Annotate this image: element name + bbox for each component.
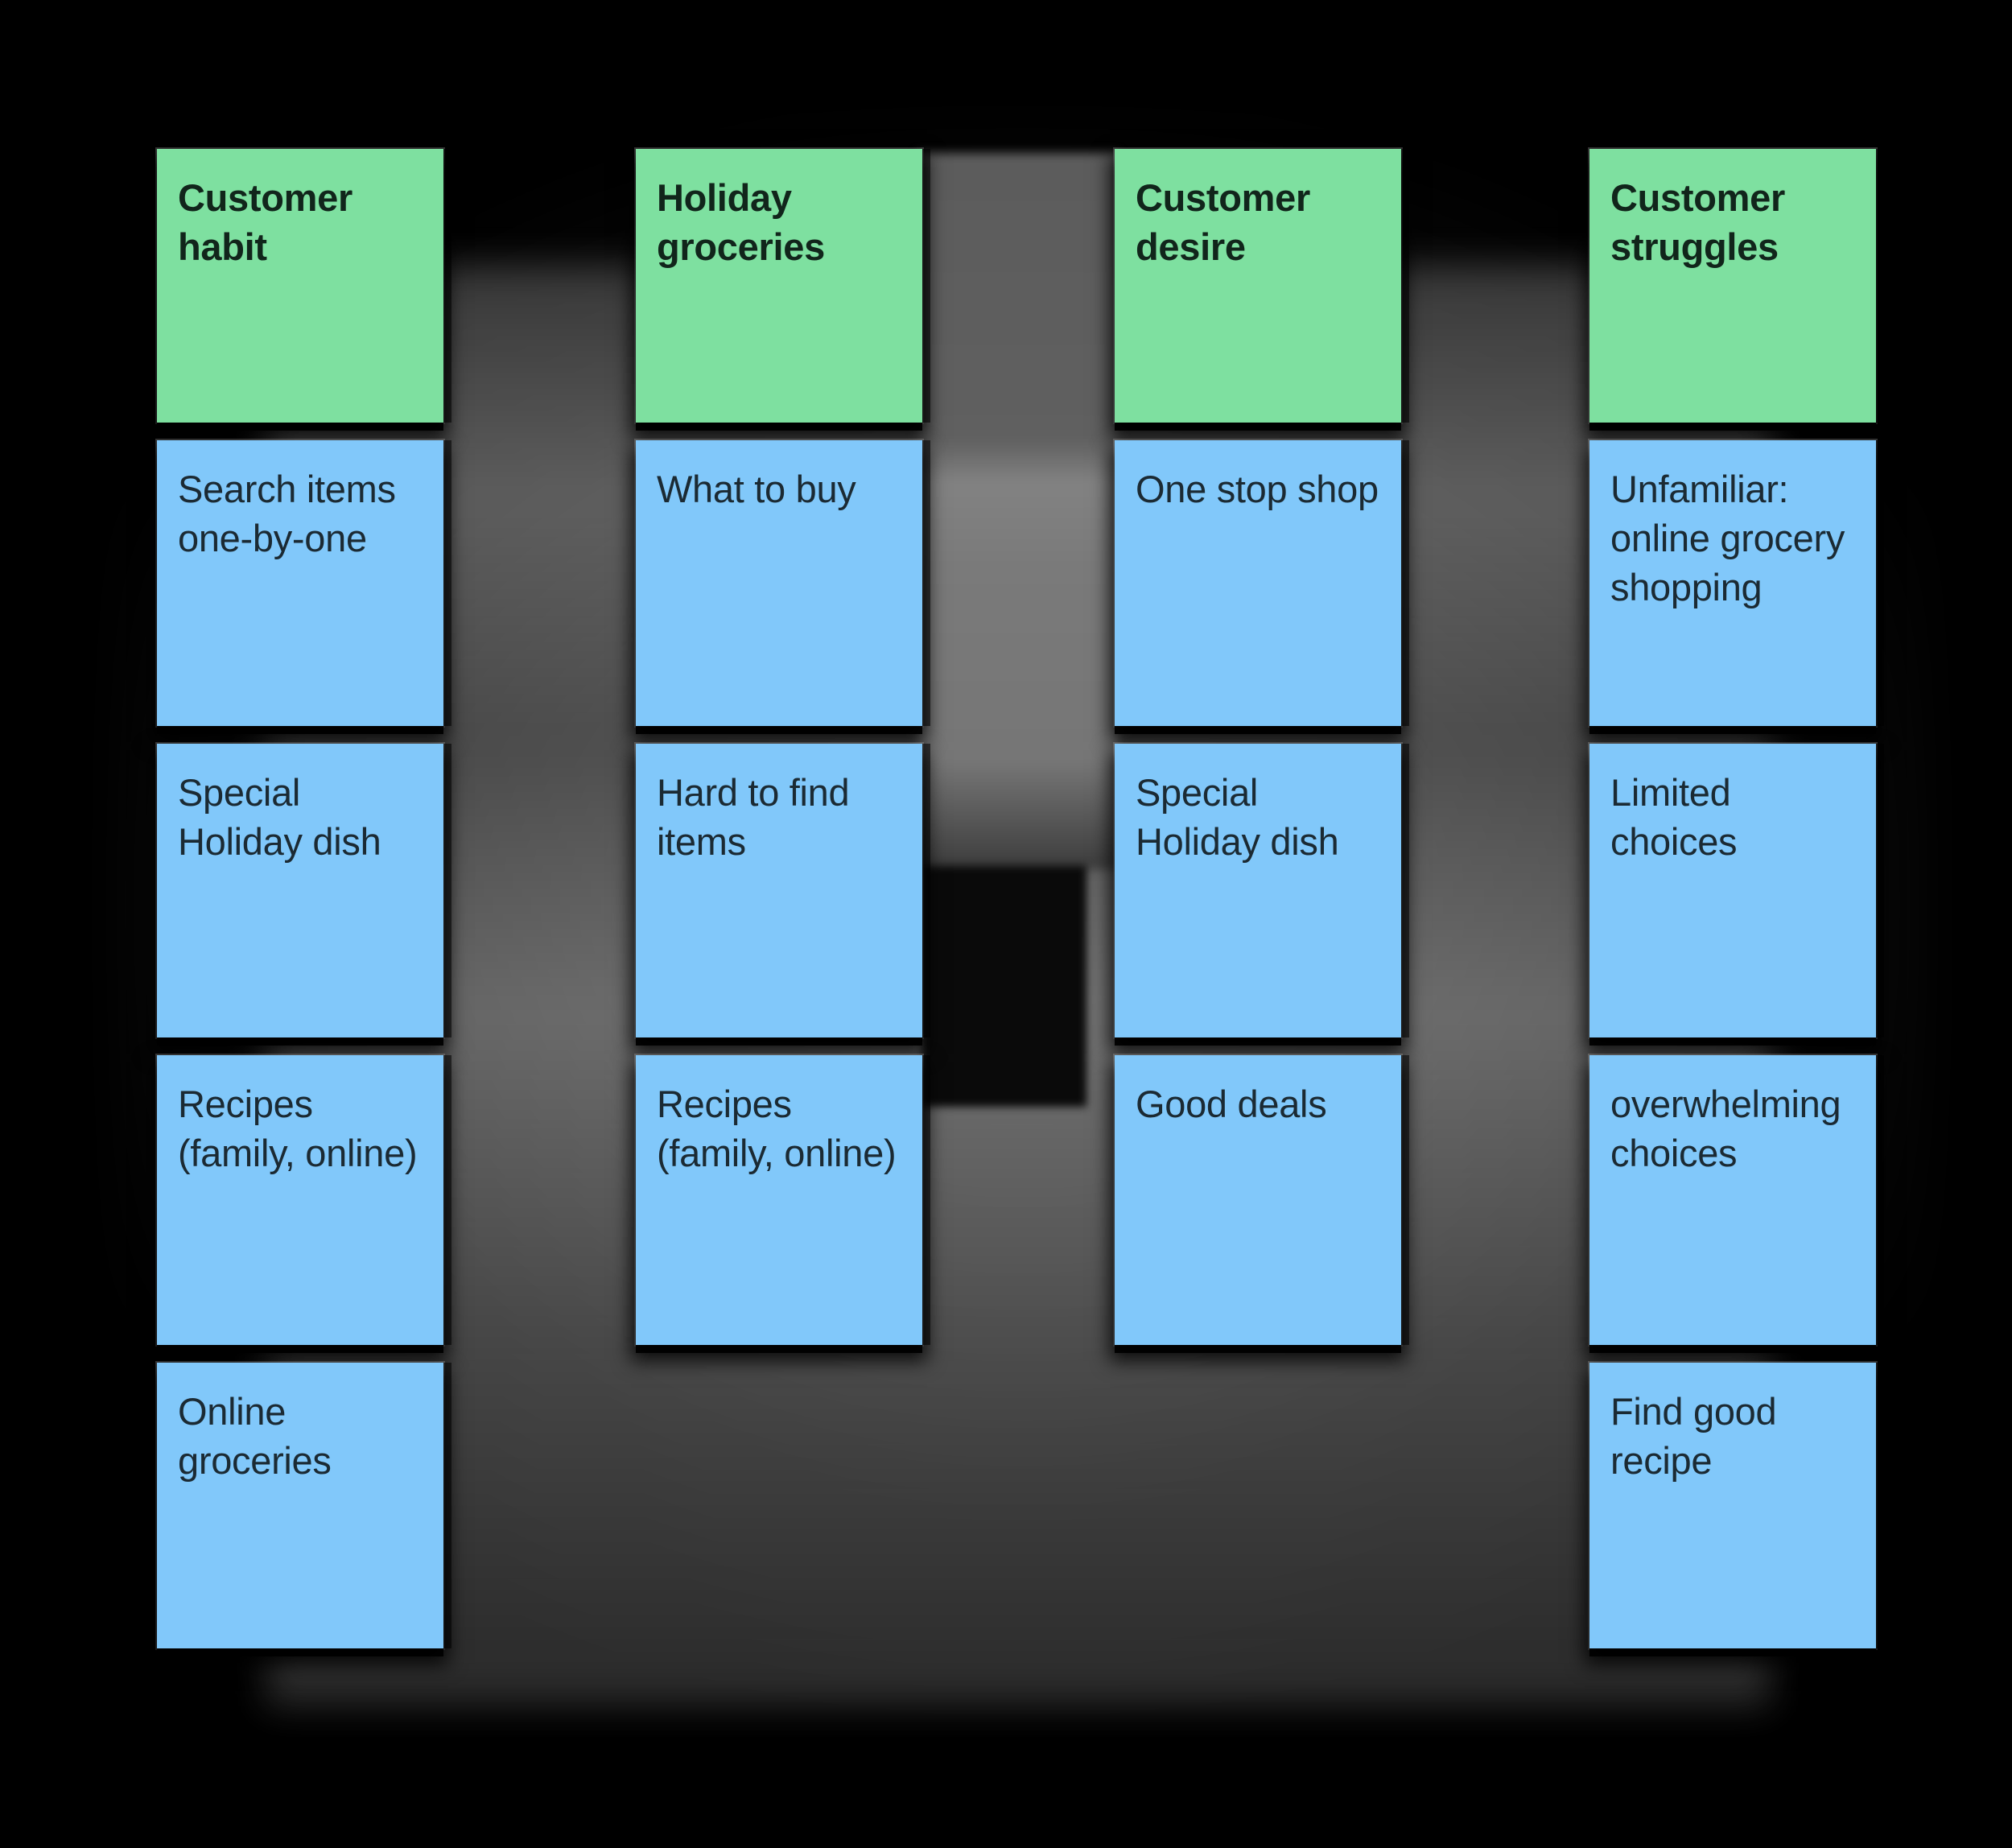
sticky-note[interactable]: Hard to find items bbox=[636, 744, 922, 1037]
sticky-note[interactable]: Recipes (family, online) bbox=[636, 1055, 922, 1345]
header-note-customer-habit[interactable]: Customer habit bbox=[157, 149, 443, 423]
header-note-customer-desire[interactable]: Customer desire bbox=[1115, 149, 1401, 423]
sticky-note[interactable]: Online groceries bbox=[157, 1363, 443, 1648]
board-gap-column-two-lower bbox=[921, 865, 1086, 1107]
sticky-note[interactable]: Special Holiday dish bbox=[1115, 744, 1401, 1037]
sticky-note[interactable]: Special Holiday dish bbox=[157, 744, 443, 1037]
sticky-note[interactable]: Limited choices bbox=[1589, 744, 1876, 1037]
sticky-note[interactable]: Unfamiliar: online grocery shopping bbox=[1589, 440, 1876, 726]
sticky-note[interactable]: Good deals bbox=[1115, 1055, 1401, 1345]
board-gap-column-two bbox=[917, 153, 1119, 869]
sticky-note[interactable]: Search items one-by-one bbox=[157, 440, 443, 726]
board-glow-band bbox=[266, 266, 1771, 1706]
header-note-customer-struggles[interactable]: Customer struggles bbox=[1589, 149, 1876, 423]
sticky-note[interactable]: Recipes (family, online) bbox=[157, 1055, 443, 1345]
sticky-note[interactable]: What to buy bbox=[636, 440, 922, 726]
sticky-note[interactable]: One stop shop bbox=[1115, 440, 1401, 726]
sticky-note[interactable]: Find good recipe bbox=[1589, 1363, 1876, 1648]
sticky-note[interactable]: overwhelming choices bbox=[1589, 1055, 1876, 1345]
header-note-holiday-groceries[interactable]: Holiday groceries bbox=[636, 149, 922, 423]
